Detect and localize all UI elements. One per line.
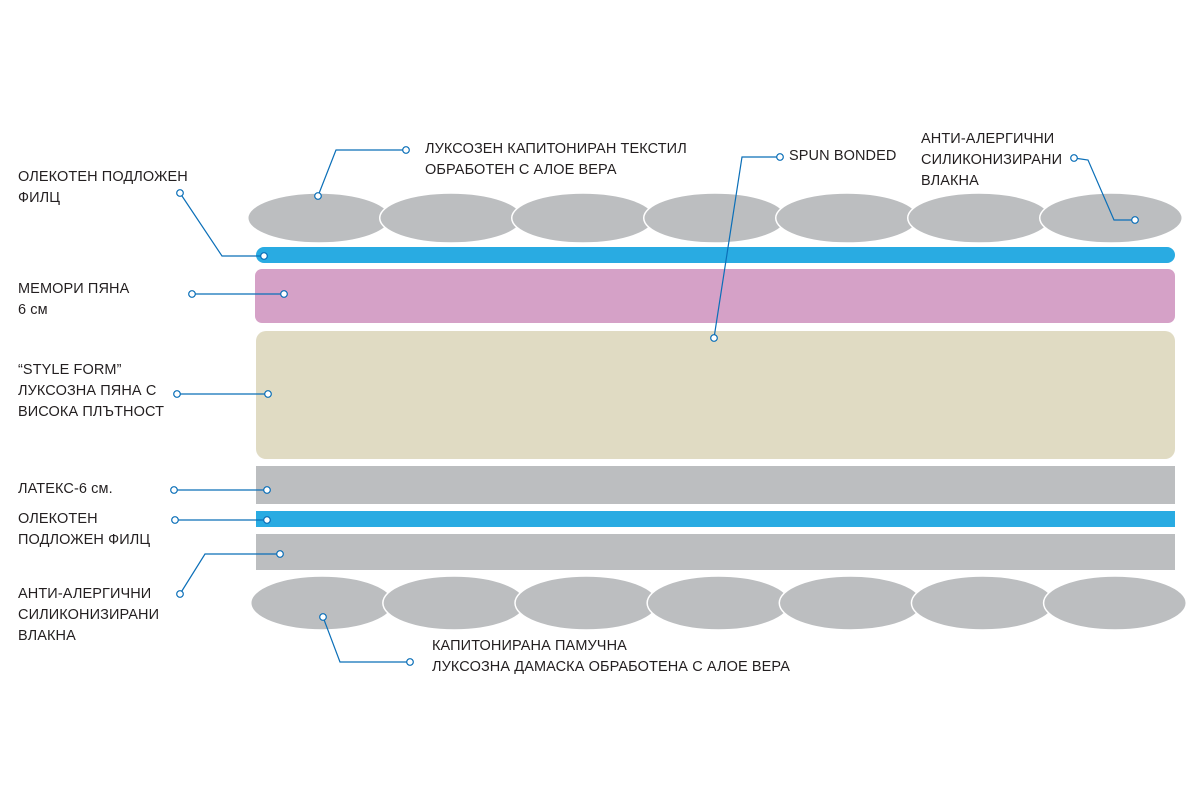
quilt-pillow — [646, 575, 791, 631]
leader-textile-top — [314, 146, 410, 200]
leader-latex — [170, 486, 271, 494]
layer-latex — [256, 466, 1175, 504]
leader-dot — [176, 590, 184, 598]
leader-style-form — [173, 390, 272, 398]
leader-line — [317, 149, 406, 197]
leader-line — [179, 553, 280, 595]
quilt-pillow — [1042, 575, 1188, 631]
quilt-pillow — [378, 192, 524, 244]
leader-fibers-bottom — [176, 550, 284, 598]
quilt-pillow — [382, 575, 527, 631]
layer-quilted-textile-top — [246, 192, 1184, 244]
leader-dot — [406, 658, 414, 666]
quilt-pillow — [910, 575, 1055, 631]
quilt-pillow — [246, 192, 392, 244]
leader-fibers-top — [1070, 154, 1139, 224]
quilt-pillow — [514, 575, 659, 631]
leader-dot — [776, 153, 784, 161]
label-spun-bonded: SPUN BONDED — [789, 148, 897, 164]
layer-style-form-foam — [256, 331, 1175, 459]
leader-dot — [176, 189, 184, 197]
leader-dot — [260, 252, 268, 260]
quilt-pillow — [510, 192, 656, 244]
leader-memory-foam — [188, 290, 288, 298]
leader-line — [322, 616, 410, 663]
leader-felt-top — [176, 189, 268, 260]
label-latex: ЛАТЕКС-6 см. — [18, 481, 113, 497]
leader-dot — [1131, 216, 1139, 224]
layer-fibers-bottom — [256, 534, 1175, 570]
leader-dot — [173, 390, 181, 398]
quilt-pillow — [778, 575, 923, 631]
leader-dot — [276, 550, 284, 558]
layer-felt-bottom — [256, 511, 1175, 527]
leader-dot — [263, 486, 271, 494]
leader-line — [713, 156, 780, 339]
layer-felt-top — [256, 247, 1175, 263]
leader-spun-bonded — [710, 153, 784, 342]
quilt-pillow — [906, 192, 1052, 244]
leader-dot — [280, 290, 288, 298]
leader-dot — [171, 516, 179, 524]
leader-felt-bottom — [171, 516, 271, 524]
leader-dot — [710, 334, 718, 342]
leader-dot — [314, 192, 322, 200]
quilt-pillow — [249, 575, 395, 631]
leader-dot — [170, 486, 178, 494]
leader-dot — [264, 390, 272, 398]
leader-dot — [402, 146, 410, 154]
quilt-pillow — [774, 192, 920, 244]
leader-dot — [319, 613, 327, 621]
layer-memory-foam — [255, 269, 1175, 323]
leader-line — [1073, 157, 1135, 221]
leader-dot — [263, 516, 271, 524]
layer-quilted-damask-bottom — [249, 575, 1188, 631]
leader-dot — [188, 290, 196, 298]
leader-damask-bottom — [319, 613, 414, 666]
quilt-pillow — [642, 192, 788, 244]
leader-line — [179, 192, 264, 257]
quilt-pillow — [1038, 192, 1184, 244]
leader-dot — [1070, 154, 1078, 162]
